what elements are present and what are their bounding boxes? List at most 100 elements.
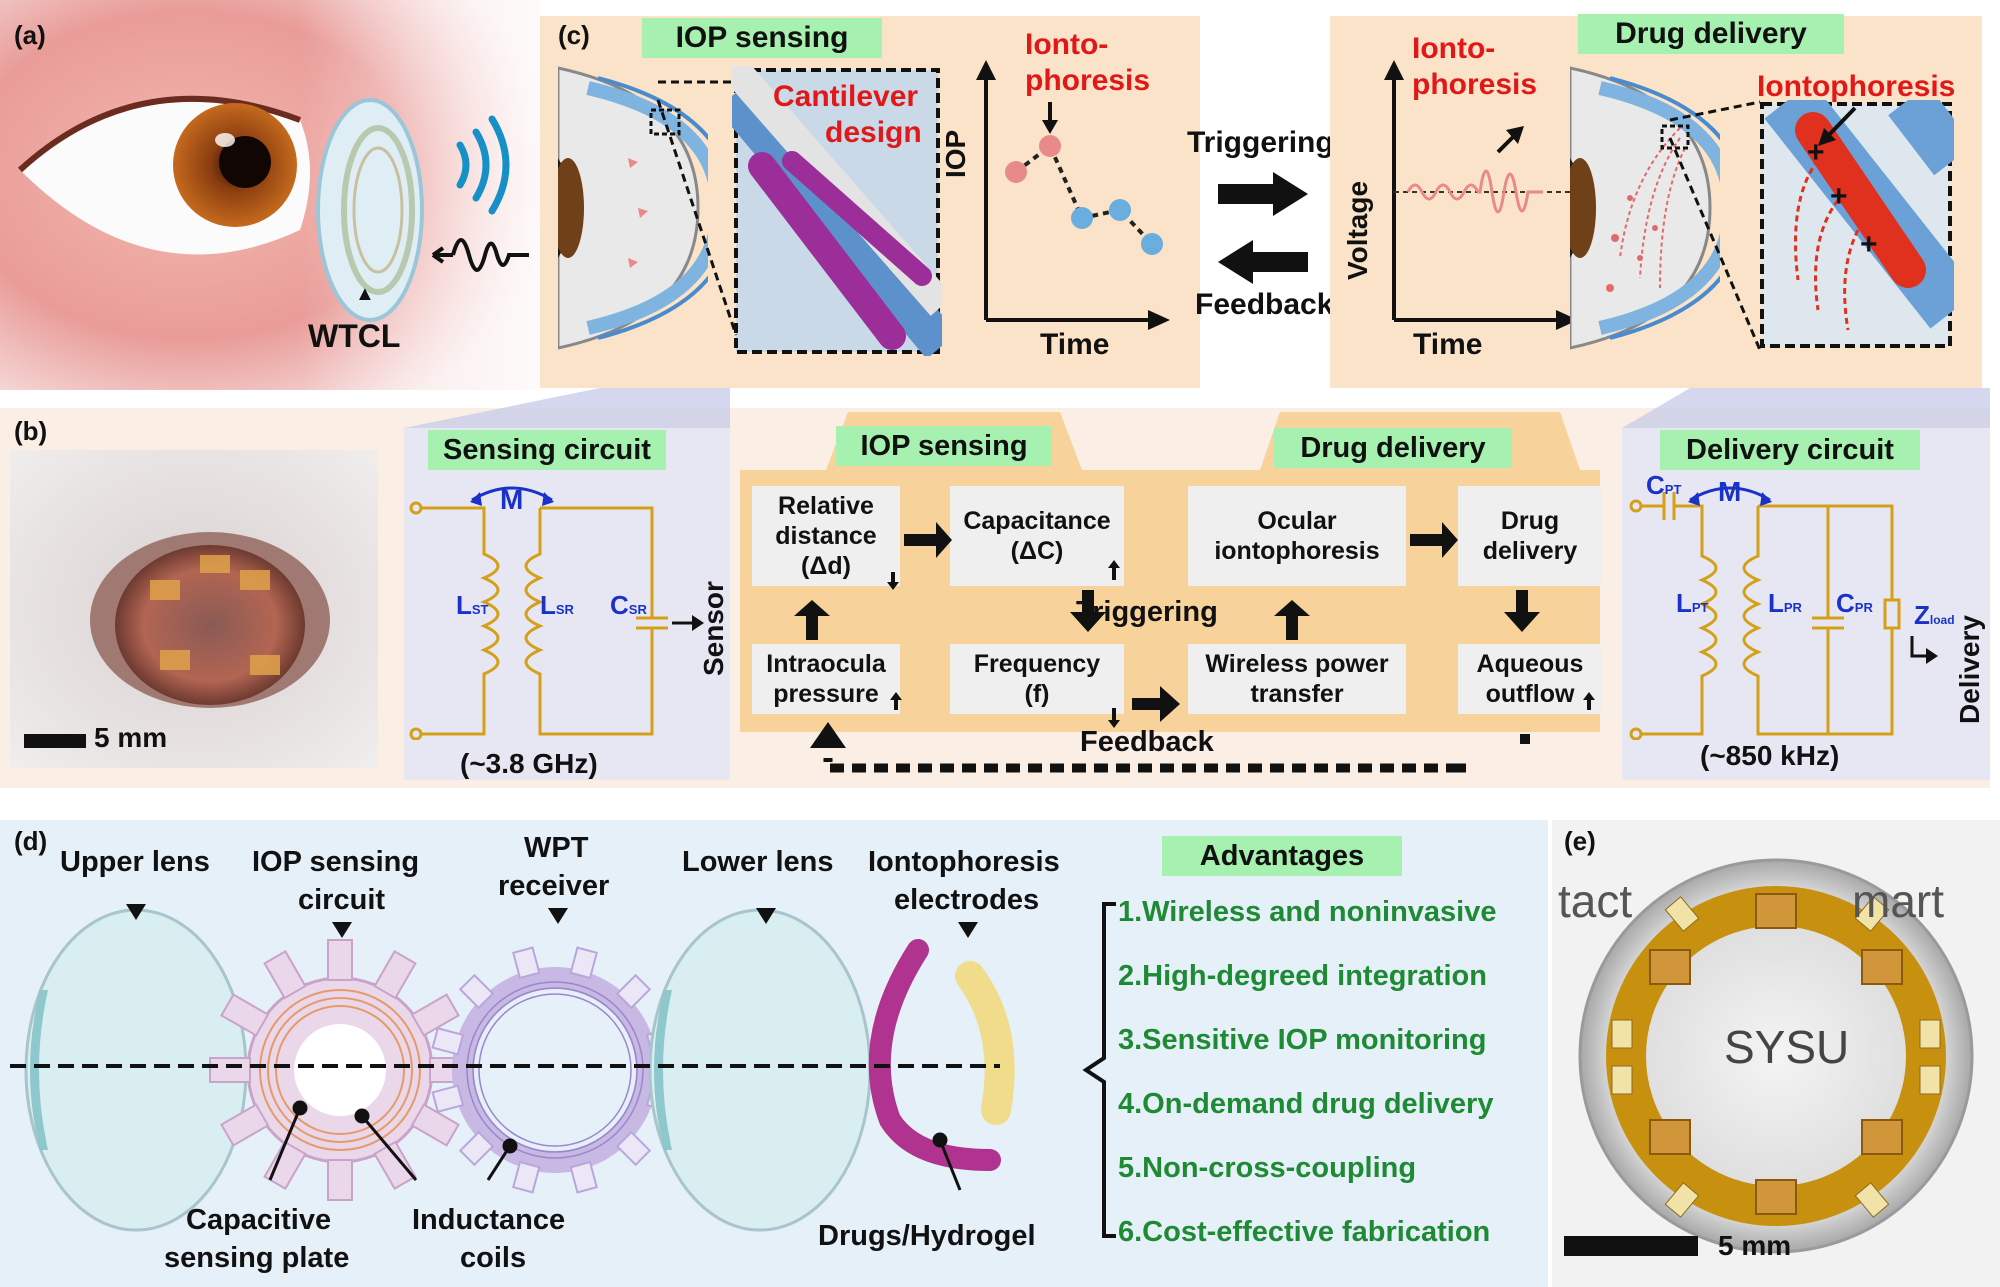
panel-label-a: (a) bbox=[14, 20, 46, 50]
iop-time-plot bbox=[976, 60, 1170, 330]
lens-photo bbox=[1552, 820, 2000, 1287]
lens-print-1: SYSU bbox=[1724, 1021, 1850, 1073]
ocular-iontophoresis-box: Ocular iontophoresis bbox=[1188, 486, 1406, 586]
lens-print-3: mart bbox=[1852, 875, 1944, 927]
voltage-axis-label: Voltage bbox=[1342, 180, 1373, 280]
coils-label-1: Inductance bbox=[412, 1204, 566, 1236]
iontophoresis-label-3: Ionto- bbox=[1412, 32, 1496, 65]
iop-sensing-tag: IOP sensing bbox=[642, 18, 882, 58]
lower-lens-label: Lower lens bbox=[682, 846, 834, 878]
eye-cross-section-left bbox=[558, 66, 708, 350]
coils-label-2: coils bbox=[460, 1242, 527, 1274]
advantage-item-2: 2.High-degreed integration bbox=[1118, 960, 1487, 992]
wtcl-arrow: ▲ bbox=[355, 283, 375, 305]
panel-label-e: (e) bbox=[1564, 826, 1596, 856]
iontophoresis-label-1: Ionto- bbox=[1025, 28, 1109, 61]
l-st-label: LST bbox=[456, 590, 489, 620]
c-pr-label: CPR bbox=[1836, 588, 1873, 618]
sensing-frequency: (~3.8 GHz) bbox=[460, 748, 598, 779]
time-axis-label-right: Time bbox=[1413, 328, 1483, 361]
eye-cross-section-right bbox=[1570, 66, 1720, 350]
flow-arrows bbox=[794, 522, 1595, 773]
flow-iop-sensing-tag: IOP sensing bbox=[836, 426, 1052, 466]
triggering-label: Triggering bbox=[1187, 126, 1334, 159]
upper-lens-label: Upper lens bbox=[60, 846, 210, 878]
time-axis-label-left: Time bbox=[1040, 328, 1110, 361]
delivery-circuit-diagram bbox=[1629, 486, 1938, 740]
electrodes-label-2: electrodes bbox=[894, 884, 1040, 916]
advantages-tag: Advantages bbox=[1162, 836, 1402, 876]
rabbit-scale-label: 5 mm bbox=[94, 722, 168, 753]
wpt-label-1: WPT bbox=[524, 832, 589, 864]
cantilever-label-2: design bbox=[825, 116, 922, 149]
rabbit-eye-photo bbox=[10, 450, 378, 768]
intraocular-box: Intraocula pressure bbox=[752, 644, 900, 714]
iop-circuit-label-1: IOP sensing bbox=[252, 846, 420, 878]
mutual-label-delivery: M bbox=[1718, 476, 1742, 507]
feedback-arrow bbox=[1218, 240, 1308, 284]
lens-print-2: tact bbox=[1558, 875, 1633, 927]
zoom-connector-right bbox=[1668, 100, 1762, 351]
sensor-arrow bbox=[676, 615, 704, 631]
connector-shade bbox=[404, 388, 1990, 428]
wpt-label-2: receiver bbox=[498, 870, 610, 902]
iontophoresis-label-2: phoresis bbox=[1025, 64, 1151, 97]
sensing-circuit-panel bbox=[404, 428, 730, 780]
advantage-item-5: 5.Non-cross-coupling bbox=[1118, 1152, 1417, 1184]
panel-e: SYSU tact mart 5 mm bbox=[1552, 820, 2000, 1287]
flow-triggering-label: Triggering bbox=[1076, 596, 1218, 628]
panel-a: ▲ WTCL bbox=[0, 0, 540, 390]
electrodes-label-1: Iontophoresis bbox=[868, 846, 1060, 878]
mutual-label-sensing: M bbox=[500, 484, 524, 515]
iontophoresis-zoom-label: Iontophoresis bbox=[1757, 70, 1956, 103]
delivery-frequency: (~850 kHz) bbox=[1700, 740, 1840, 771]
iontophoresis-zoom bbox=[1760, 100, 1954, 348]
iop-circuit-label-2: circuit bbox=[298, 884, 386, 916]
flow-drug-delivery-tag: Drug delivery bbox=[1274, 428, 1512, 468]
iontophoresis-label-4: phoresis bbox=[1412, 68, 1538, 101]
cantilever-zoom bbox=[732, 66, 942, 356]
wtcl-label: WTCL bbox=[308, 318, 401, 354]
l-sr-label: LSR bbox=[540, 590, 574, 620]
c-sr-label: CSR bbox=[610, 590, 647, 620]
waveform-icon bbox=[431, 238, 529, 272]
feedback-label: Feedback bbox=[1195, 288, 1334, 321]
sensor-label: Sensor bbox=[698, 581, 729, 676]
wireless-box: Wireless power transfer bbox=[1188, 644, 1406, 714]
sensing-circuit-diagram bbox=[409, 486, 684, 740]
delivery-label: Delivery bbox=[1954, 615, 1985, 724]
cantilever-label-1: Cantilever bbox=[773, 80, 919, 113]
advantage-item-4: 4.On-demand drug delivery bbox=[1118, 1088, 1494, 1120]
flow-feedback-label: Feedback bbox=[1080, 726, 1214, 758]
panel-label-c: (c) bbox=[558, 20, 590, 50]
advantage-item-3: 3.Sensitive IOP monitoring bbox=[1118, 1024, 1487, 1056]
contact-lens-icon bbox=[316, 98, 424, 322]
capacitance-box: Capacitance (ΔC) bbox=[950, 486, 1124, 586]
drugs-label: Drugs/Hydrogel bbox=[818, 1220, 1036, 1252]
voltage-time-plot bbox=[1384, 60, 1578, 330]
exploded-view bbox=[10, 904, 1015, 1232]
advantage-item-6: 6.Cost-effective fabrication bbox=[1118, 1216, 1491, 1248]
ionto-plus-3: + bbox=[1860, 228, 1878, 261]
iontophoresis-pointer bbox=[1818, 106, 1857, 146]
drug-delivery-tag: Drug delivery bbox=[1578, 14, 1844, 54]
cap-plate-label-2: sensing plate bbox=[164, 1242, 350, 1274]
iop-axis-label: IOP bbox=[940, 129, 971, 178]
ionto-plus-2: + bbox=[1830, 180, 1848, 213]
advantages-bracket bbox=[1082, 902, 1116, 1238]
relative-distance-box: Relative distance (Δd) bbox=[752, 486, 900, 586]
delivery-circuit-tag: Delivery circuit bbox=[1660, 430, 1920, 470]
frequency-box: Frequency (f) bbox=[950, 644, 1124, 714]
l-pt-label: LPT bbox=[1676, 588, 1709, 618]
panel-label-b: (b) bbox=[14, 416, 48, 446]
cap-plate-label-1: Capacitive bbox=[186, 1204, 332, 1236]
z-load-label: Zload bbox=[1914, 600, 1955, 630]
lens-scale-label: 5 mm bbox=[1718, 1230, 1792, 1261]
aqueous-box: Aqueous outflow bbox=[1458, 644, 1602, 714]
l-pr-label: LPR bbox=[1768, 588, 1802, 618]
delivery-circuit-panel bbox=[1622, 428, 1990, 780]
c-pt-label: CPT bbox=[1646, 470, 1682, 500]
sensing-circuit-tag: Sensing circuit bbox=[428, 430, 666, 470]
zoom-connector-left bbox=[656, 80, 738, 336]
wireless-signal-icon bbox=[456, 115, 510, 215]
